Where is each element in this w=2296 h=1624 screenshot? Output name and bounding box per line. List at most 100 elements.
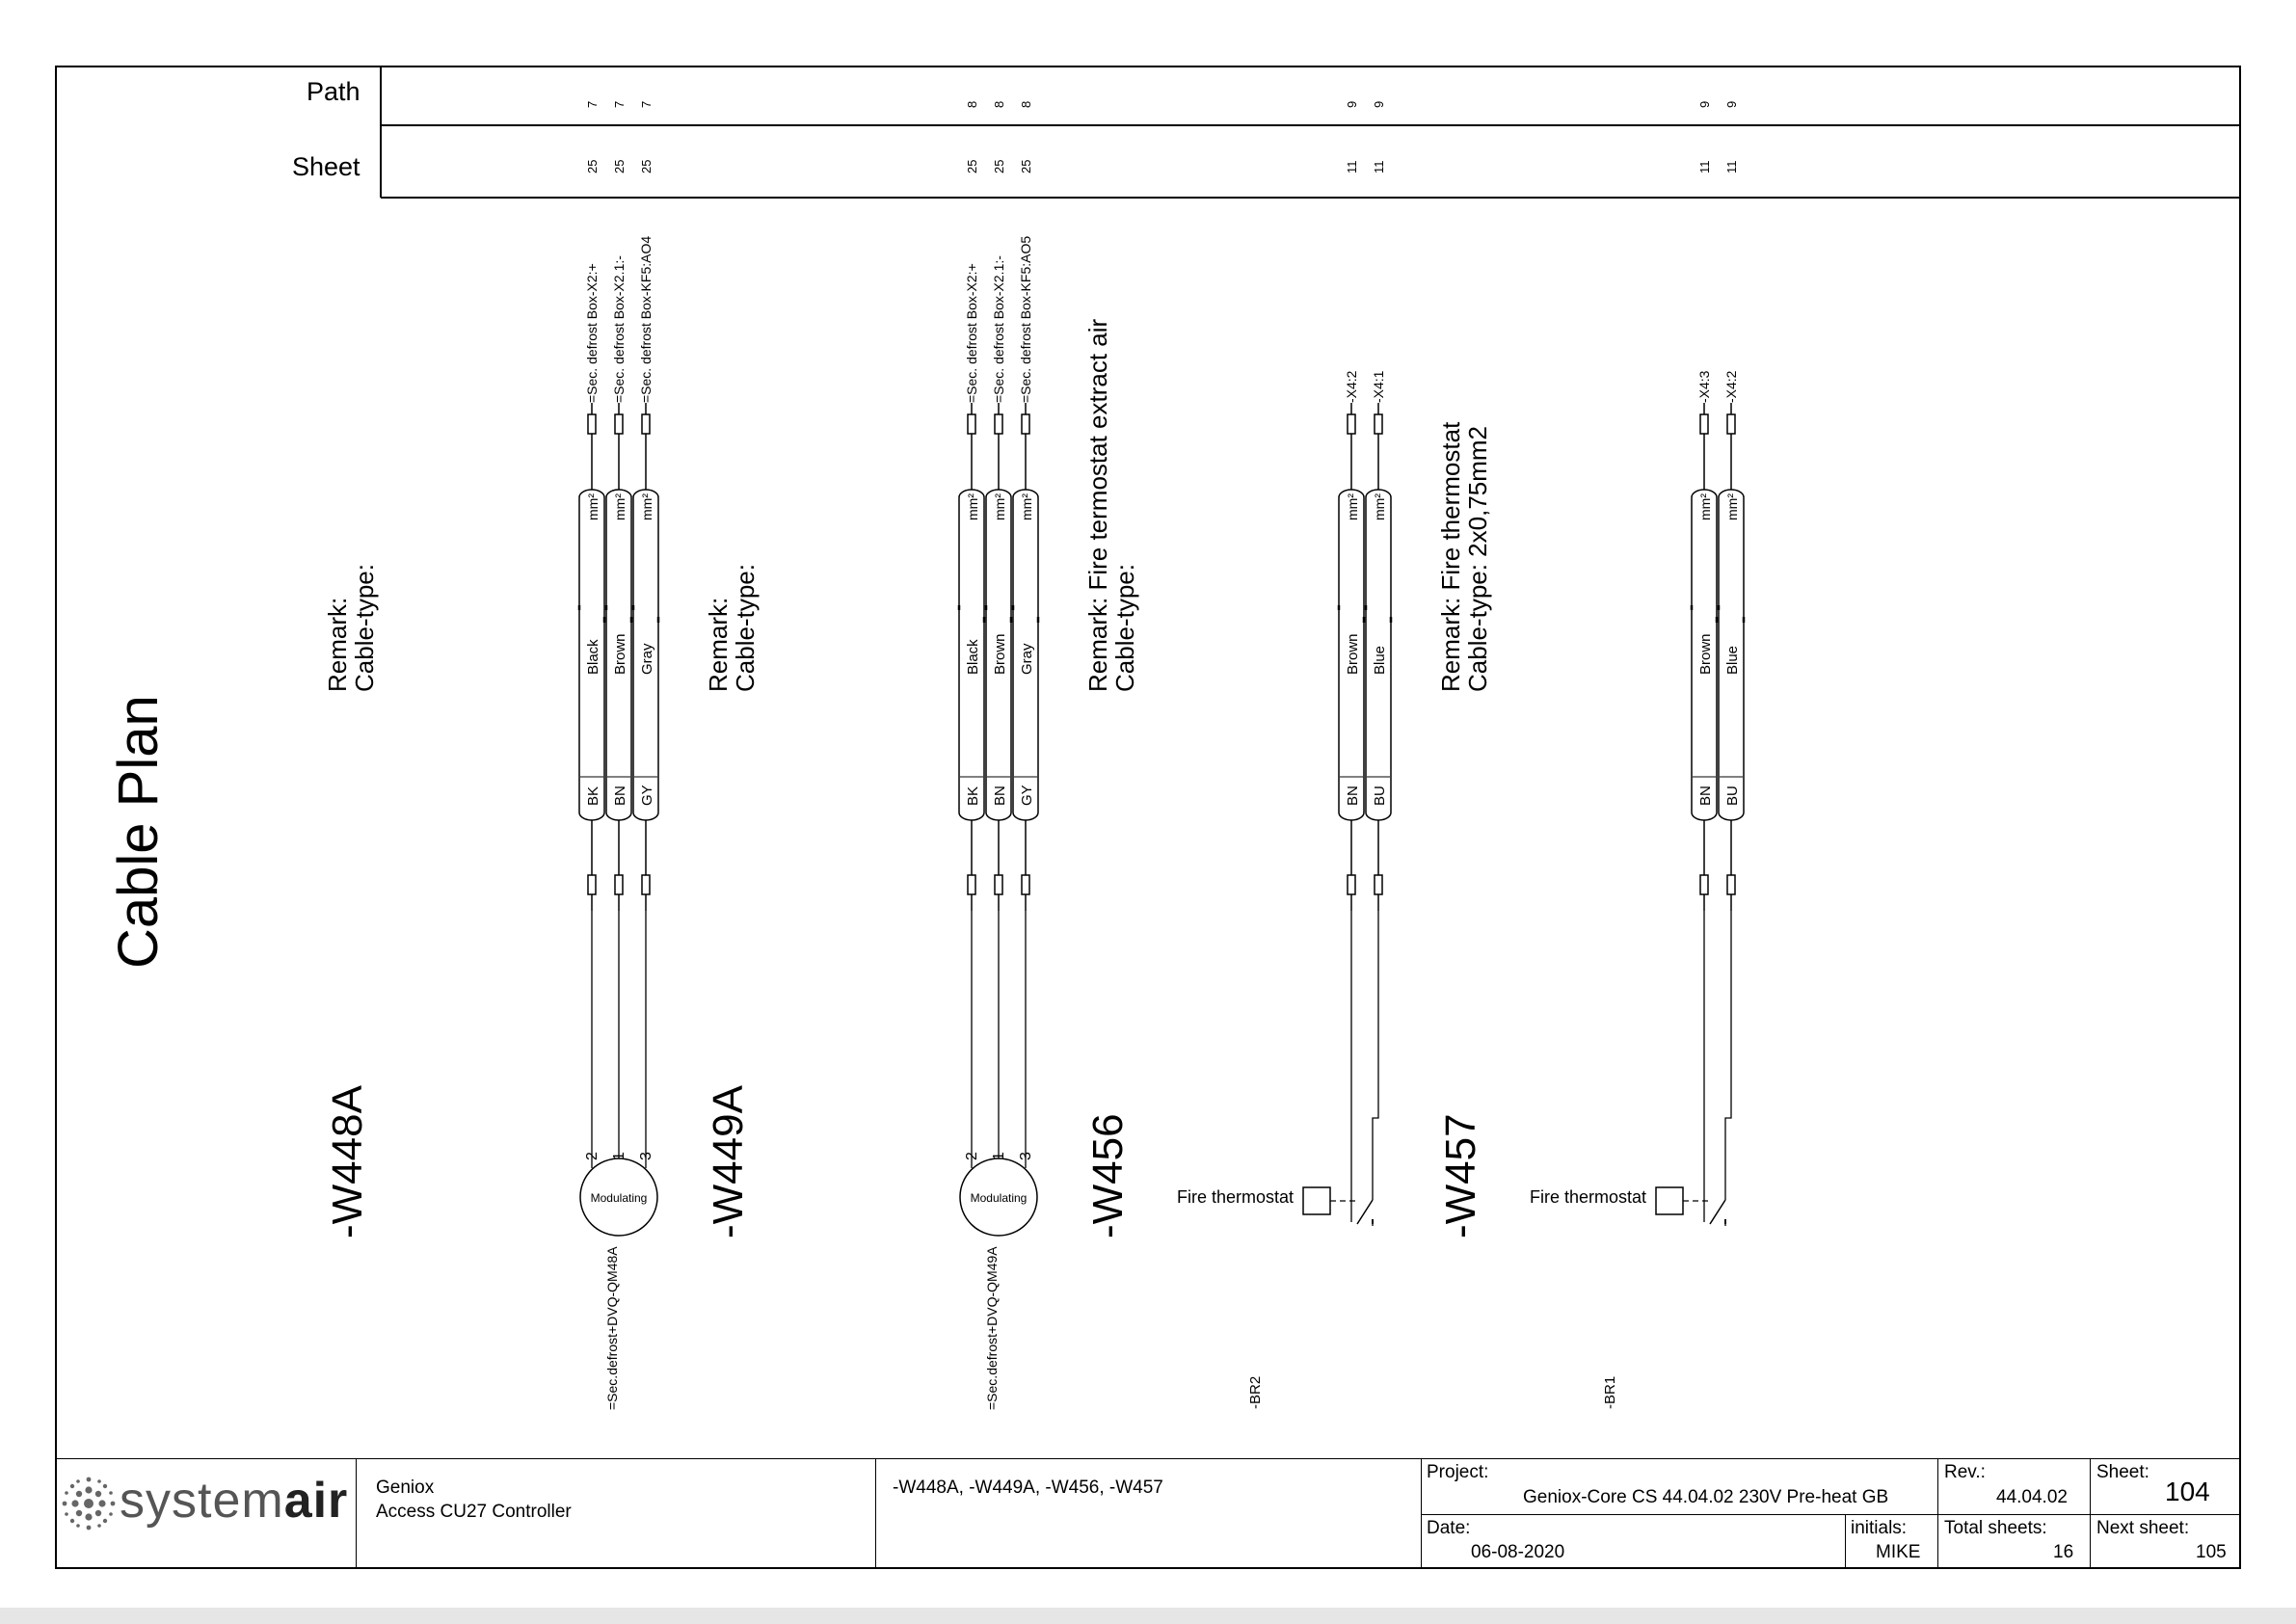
device-pin-number: 3 bbox=[638, 1152, 654, 1160]
wire-unit: mm² bbox=[1372, 493, 1387, 520]
wire-code: BK bbox=[585, 786, 601, 806]
systemair-logo: systemair bbox=[120, 1473, 349, 1529]
total-sheets-value: 16 bbox=[2053, 1542, 2074, 1562]
wire-color: Gray bbox=[639, 643, 655, 675]
wire-unit: mm² bbox=[585, 493, 601, 520]
wire-unit: mm² bbox=[1697, 493, 1713, 520]
wire-code: BN bbox=[1697, 785, 1714, 806]
cable-type: Cable-type: bbox=[1110, 564, 1139, 692]
device-tag: -BR2 bbox=[1247, 1376, 1264, 1409]
thermostat-label: Fire thermostat bbox=[1530, 1187, 1646, 1207]
switch-contact bbox=[1709, 1199, 1726, 1225]
cables-list: -W448A, -W449A, -W456, -W457 bbox=[893, 1478, 1163, 1498]
wire-unit: mm² bbox=[639, 493, 654, 520]
terminal-label: -X4:3 bbox=[1696, 370, 1712, 403]
cable-id-label: -W457 bbox=[1437, 1113, 1484, 1238]
sheet-number: 25 bbox=[1019, 160, 1033, 173]
wire-line bbox=[1372, 911, 1379, 1200]
terminal-ferrule bbox=[587, 874, 597, 895]
terminal-ferrule bbox=[1347, 413, 1356, 435]
terminal-ferrule bbox=[1726, 874, 1736, 895]
wire-unit: mm² bbox=[1345, 493, 1360, 520]
terminal-ferrule bbox=[967, 874, 976, 895]
sheet-number: 25 bbox=[639, 160, 654, 173]
path-number: 9 bbox=[1372, 101, 1386, 108]
controller-name: Access CU27 Controller bbox=[376, 1502, 572, 1522]
cable-remark: Remark: Fire termostat extract air bbox=[1083, 318, 1112, 692]
sheet-number: 11 bbox=[1372, 161, 1386, 174]
wire-unit: mm² bbox=[1019, 493, 1034, 520]
terminal-label: =Sec. defrost Box-X2:+ bbox=[584, 263, 600, 403]
actuator-circle bbox=[579, 1158, 658, 1237]
wire-code: BK bbox=[965, 786, 981, 806]
wire-color: Brown bbox=[1697, 633, 1714, 675]
total-sheets-label: Total sheets: bbox=[1944, 1518, 2047, 1538]
path-number: 9 bbox=[1345, 101, 1359, 108]
wire-color: Brown bbox=[992, 633, 1008, 675]
wire-color: Blue bbox=[1724, 646, 1741, 675]
terminal-ferrule bbox=[967, 413, 976, 435]
wire-unit: mm² bbox=[992, 493, 1007, 520]
project-value: Geniox-Core CS 44.04.02 230V Pre-heat GB bbox=[1523, 1487, 1889, 1507]
rev-value: 44.04.02 bbox=[1996, 1487, 2068, 1507]
wire-code: BN bbox=[1345, 785, 1361, 806]
sheet-number: 11 bbox=[1724, 161, 1739, 174]
wire-code: BU bbox=[1724, 785, 1741, 806]
path-number: 7 bbox=[639, 101, 654, 108]
wire-color: Brown bbox=[1345, 633, 1361, 675]
project-label: Project: bbox=[1427, 1462, 1489, 1482]
bottom-strip bbox=[0, 1608, 2296, 1624]
thermostat-box bbox=[1655, 1186, 1684, 1215]
device-tag: =Sec.defrost+DVQ-QM49A bbox=[984, 1246, 1000, 1410]
sheet-label: Sheet: bbox=[2096, 1462, 2149, 1482]
sheet-row-label: Sheet bbox=[292, 152, 360, 181]
terminal-ferrule bbox=[641, 874, 651, 895]
initials-value: MIKE bbox=[1876, 1542, 1921, 1562]
cable-type: Cable-type: bbox=[731, 564, 760, 692]
date-label: Date: bbox=[1427, 1518, 1471, 1538]
terminal-label: -X4:2 bbox=[1344, 370, 1359, 403]
wire-color: Black bbox=[965, 639, 981, 675]
cable-id-label: -W456 bbox=[1084, 1113, 1132, 1238]
wire-unit: mm² bbox=[1724, 493, 1740, 520]
terminal-ferrule bbox=[1021, 874, 1030, 895]
wire-code: BN bbox=[992, 785, 1008, 806]
switch-contact bbox=[1356, 1199, 1374, 1225]
cable-type: Cable-type: bbox=[350, 564, 379, 692]
wire-code: BN bbox=[612, 785, 628, 806]
terminal-ferrule bbox=[614, 874, 624, 895]
sheet-number: 11 bbox=[1345, 161, 1359, 174]
terminal-ferrule bbox=[994, 413, 1003, 435]
wire-unit: mm² bbox=[965, 493, 980, 520]
terminal-label: -X4:1 bbox=[1371, 370, 1386, 403]
actuator-type: Modulating bbox=[591, 1191, 648, 1205]
date-value: 06-08-2020 bbox=[1471, 1542, 1565, 1562]
wire-unit: mm² bbox=[612, 493, 627, 520]
systemair-logo-icon bbox=[62, 1477, 116, 1531]
device-tag: =Sec.defrost+DVQ-QM48A bbox=[604, 1246, 620, 1410]
sheet-number: 25 bbox=[612, 160, 627, 173]
thermostat-box bbox=[1302, 1186, 1331, 1215]
device-pin-number: 2 bbox=[964, 1152, 980, 1160]
cable-type: Cable-type: 2x0,75mm2 bbox=[1463, 426, 1492, 692]
terminal-ferrule bbox=[1374, 874, 1383, 895]
terminal-ferrule bbox=[614, 413, 624, 435]
terminal-label: =Sec. defrost Box-KF5:AO5 bbox=[1018, 236, 1033, 403]
wire-color: Gray bbox=[1019, 643, 1035, 675]
wire-color: Black bbox=[585, 639, 601, 675]
sheet-number: 11 bbox=[1697, 161, 1712, 174]
terminal-label: =Sec. defrost Box-X2.1:- bbox=[991, 255, 1006, 403]
cable-remark: Remark: bbox=[704, 598, 733, 692]
terminal-label: =Sec. defrost Box-X2.1:- bbox=[611, 255, 627, 403]
wire-line bbox=[1373, 1220, 1378, 1226]
rev-label: Rev.: bbox=[1944, 1462, 1986, 1482]
wire-color: Brown bbox=[612, 633, 628, 675]
device-pin-number: 1 bbox=[611, 1152, 627, 1160]
actuator-circle bbox=[959, 1158, 1038, 1237]
actuator-type: Modulating bbox=[971, 1191, 1028, 1205]
sheet-number: 25 bbox=[585, 160, 600, 173]
terminal-ferrule bbox=[1021, 413, 1030, 435]
